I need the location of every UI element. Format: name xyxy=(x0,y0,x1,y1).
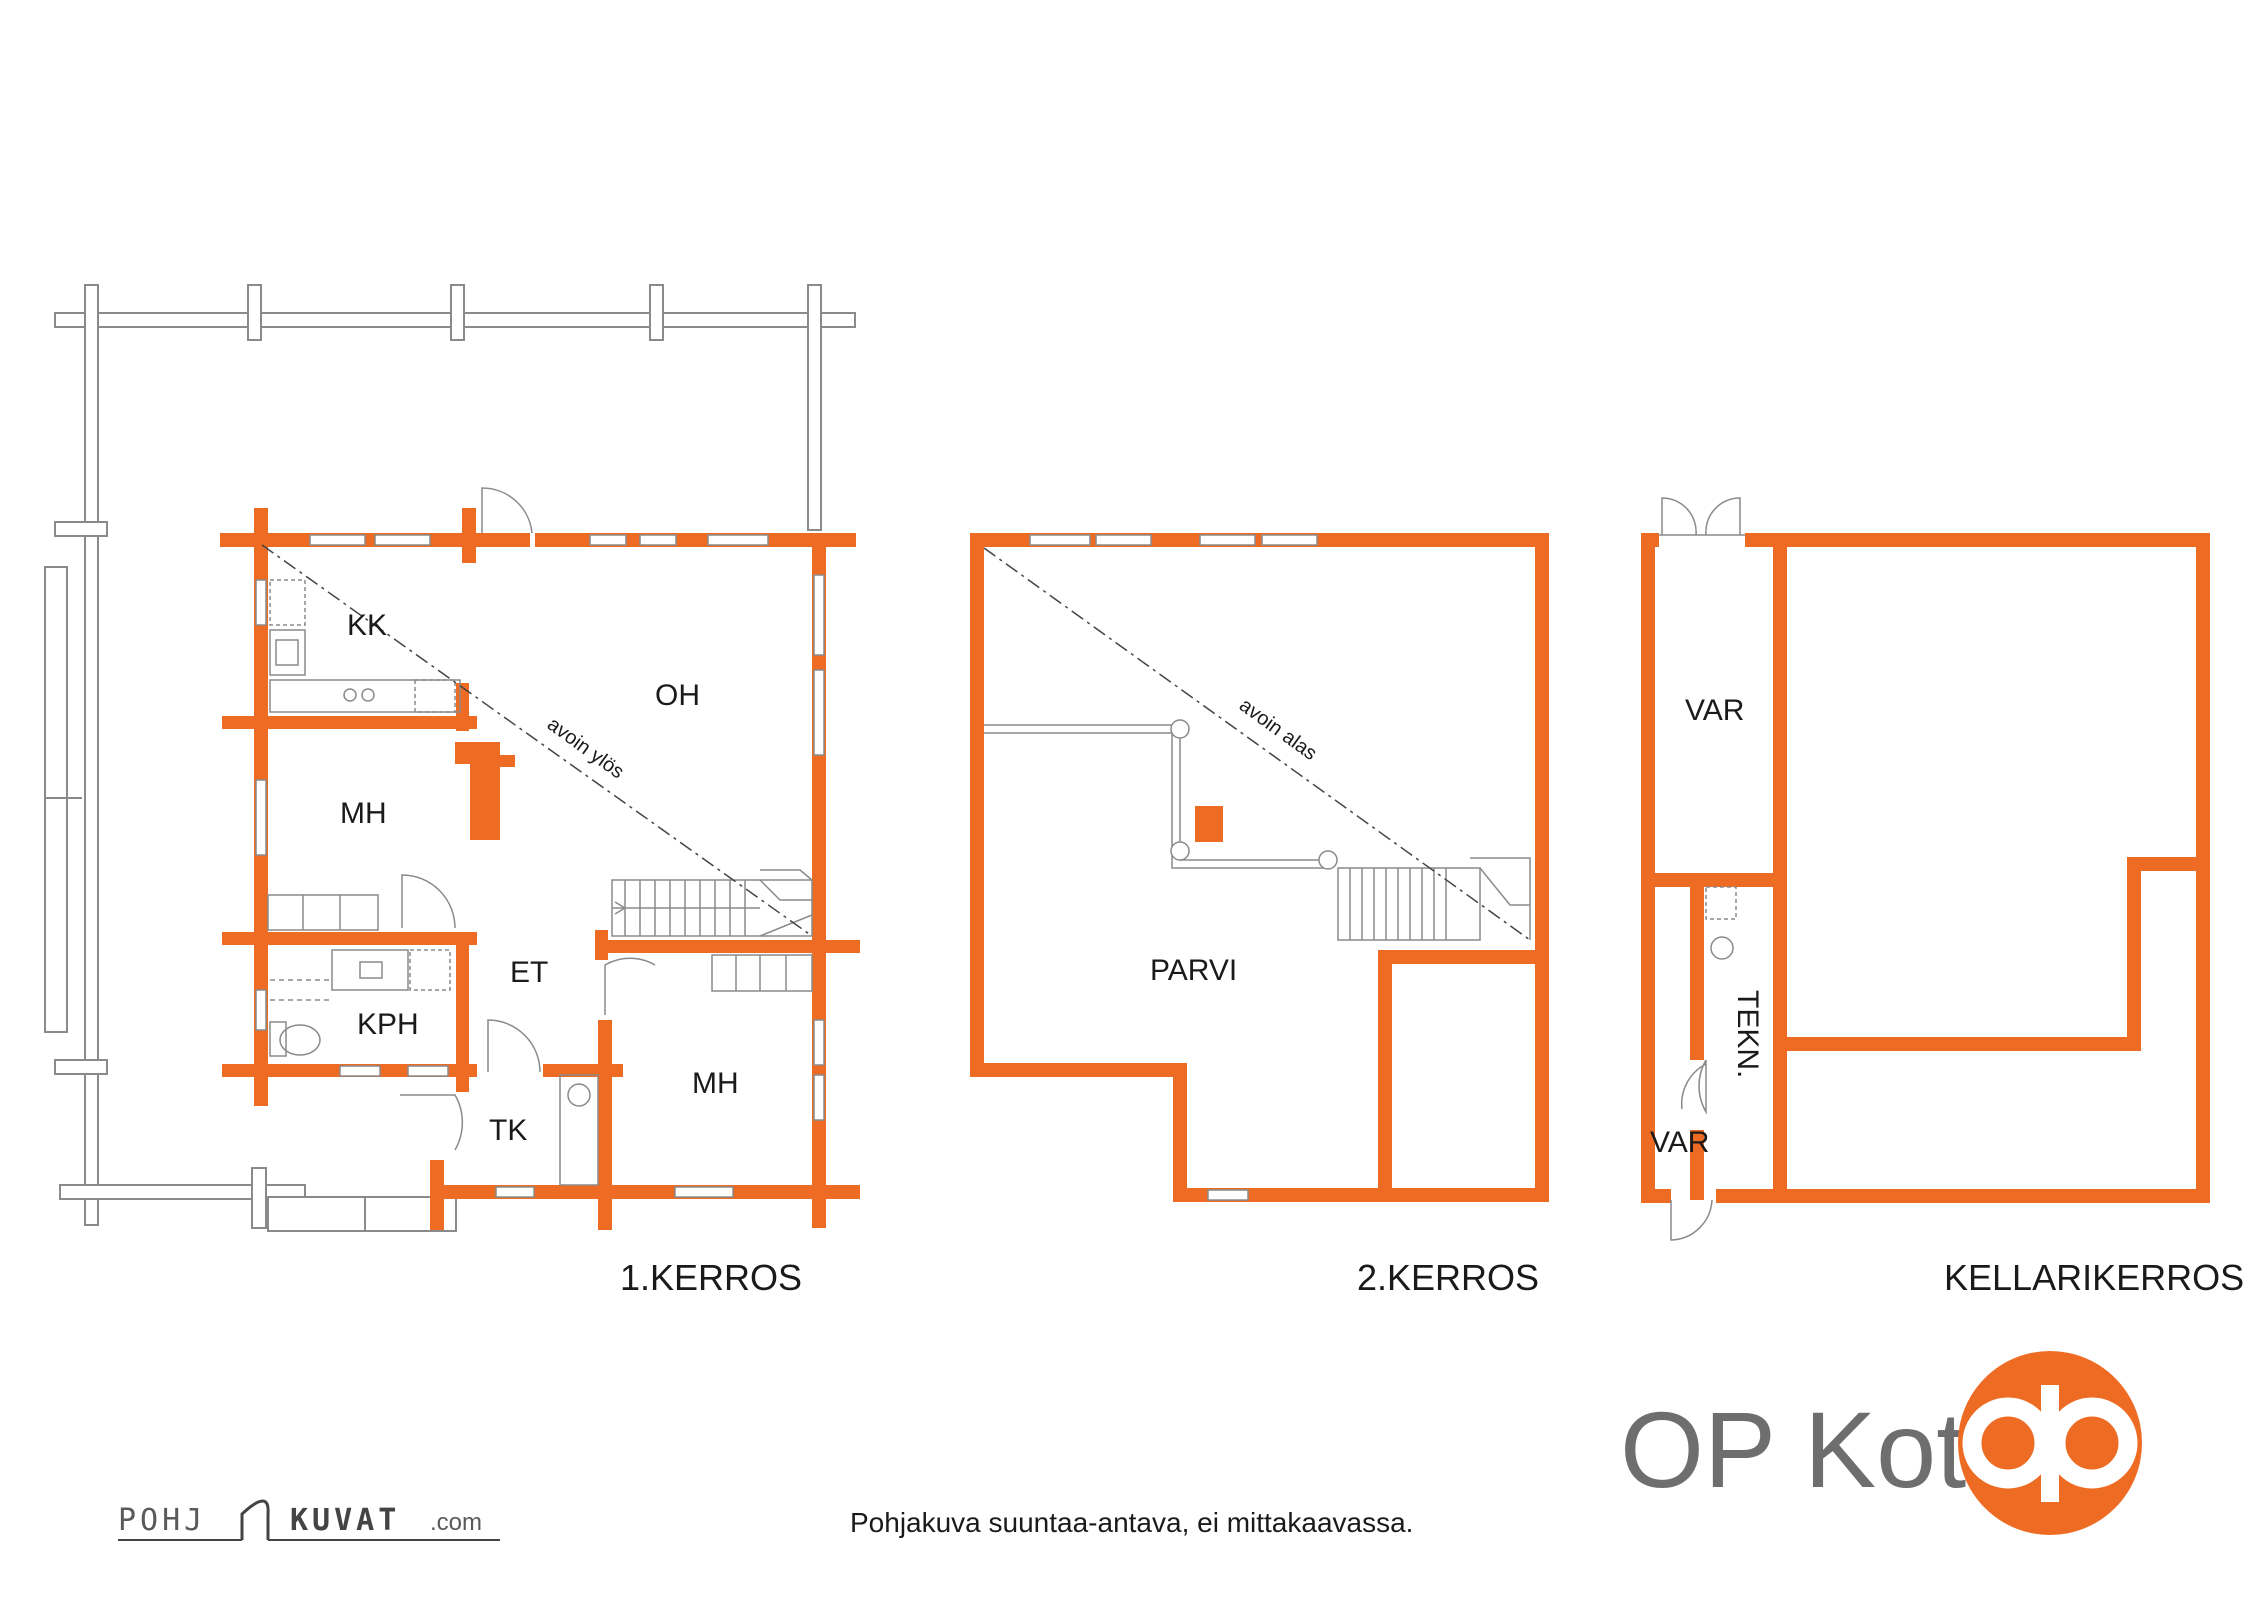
first-floor-windows xyxy=(255,534,825,1198)
first-floor-fixtures xyxy=(267,487,813,1186)
second-floor-windows xyxy=(1029,534,1318,1201)
room-label-kph: KPH xyxy=(357,1008,419,1041)
room-label-et: ET xyxy=(510,956,548,989)
room-label-kk: KK xyxy=(347,609,387,642)
basement-floor-plan: VAR TEKN. VAR KELLARIKERROS xyxy=(1641,497,2244,1298)
room-label-var-2: VAR xyxy=(1650,1126,1709,1159)
open-to-above-line xyxy=(261,544,813,937)
watermark-left-text: POHJ xyxy=(118,1503,206,1538)
second-floor-walls xyxy=(970,533,1549,1202)
disclaimer-text: Pohjakuva suuntaa-antava, ei mittakaavas… xyxy=(850,1507,1413,1538)
room-label-oh: OH xyxy=(655,679,700,712)
first-floor-walls xyxy=(220,508,860,1230)
second-floor-fixtures xyxy=(984,719,1531,941)
pohjakuvat-watermark: POHJ KUVAT .com xyxy=(118,1499,500,1541)
basement-fixtures xyxy=(1659,497,1745,1241)
second-floor-inner-walls xyxy=(1195,806,1548,1202)
room-label-parvi: PARVI xyxy=(1150,954,1237,987)
op-koti-text: OP Koti xyxy=(1620,1389,1990,1510)
room-label-var-1: VAR xyxy=(1685,694,1744,727)
terrace-railing xyxy=(44,284,856,1232)
room-label-mh-2: MH xyxy=(692,1067,739,1100)
second-floor-plan: PARVI avoin alas 2.KERROS xyxy=(970,533,1549,1298)
watermark-right-text: KUVAT xyxy=(290,1503,400,1538)
stair-annotation-down: avoin alas xyxy=(1235,694,1321,765)
floor-label-basement: KELLARIKERROS xyxy=(1944,1257,2244,1298)
first-floor-plan: KK OH MH ET KPH MH TK avoin ylös 1.KERRO… xyxy=(44,284,860,1298)
floor-label-2: 2.KERROS xyxy=(1357,1257,1539,1298)
floor-label-1: 1.KERROS xyxy=(620,1257,802,1298)
room-label-tekn: TEKN. xyxy=(1731,990,1764,1078)
op-logo-icon xyxy=(1958,1351,2142,1535)
watermark-suffix-text: .com xyxy=(430,1509,482,1536)
stair-annotation-up: avoin ylös xyxy=(543,713,628,783)
open-to-below-line xyxy=(983,547,1531,941)
basement-walls xyxy=(1641,533,2210,1203)
room-label-tk: TK xyxy=(489,1114,527,1147)
room-label-mh-1: MH xyxy=(340,797,387,830)
